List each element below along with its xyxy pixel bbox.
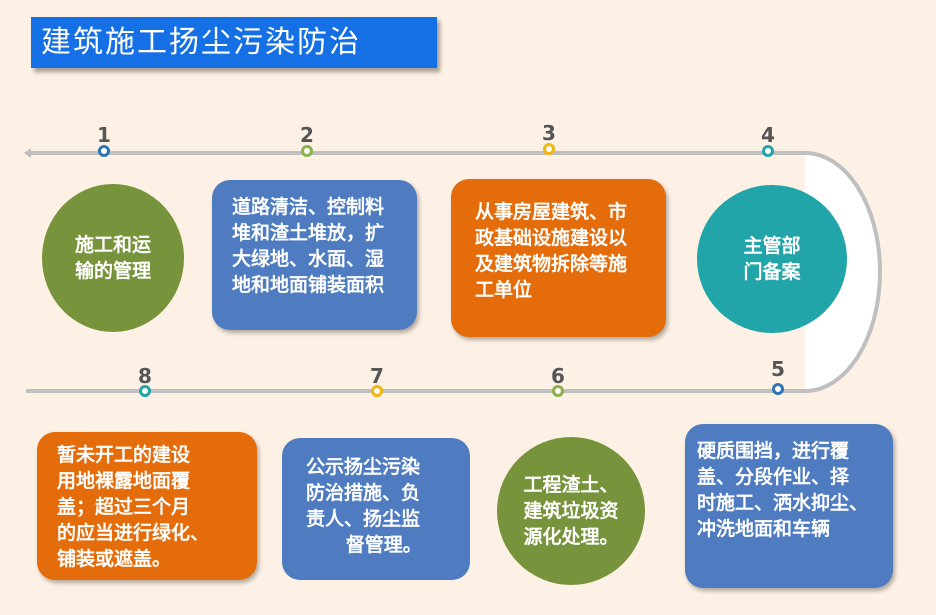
step-8-number: 8	[138, 364, 152, 388]
step-4-marker	[762, 145, 774, 157]
step-5-text: 硬质围挡，进行覆 盖、分段作业、择 时施工、洒水抑尘、 冲洗地面和车辆	[697, 440, 869, 540]
step-3-text: 从事房屋建筑、市 政基础设施建设以 及建筑物拆除等施 工单位	[475, 201, 628, 301]
step-7-marker	[371, 385, 383, 397]
step-8-marker	[139, 385, 151, 397]
step-1-marker	[98, 145, 110, 157]
step-3-marker	[543, 143, 555, 155]
step-4-text: 主管部 门备案	[743, 235, 801, 283]
step-2-text: 道路清洁、控制料 堆和渣土堆放，扩 大绿地、水面、湿 地和地面铺装面积	[232, 196, 385, 296]
step-3-card: 从事房屋建筑、市 政基础设施建设以 及建筑物拆除等施 工单位	[451, 179, 666, 337]
step-6-text: 工程渣土、 建筑垃圾资 源化处理。	[523, 474, 619, 548]
step-7-number: 7	[370, 364, 384, 388]
page-title: 建筑施工扬尘污染防治	[31, 17, 437, 68]
step-6-card: 工程渣土、 建筑垃圾资 源化处理。	[497, 437, 645, 585]
step-6-number: 6	[551, 364, 565, 388]
step-7-card: 公示扬尘污染 防治措施、负 责人、扬尘监 督管理。	[282, 438, 470, 580]
step-5-marker	[772, 383, 784, 395]
step-1-card: 施工和运 输的管理	[42, 184, 184, 332]
step-8-card: 暂未开工的建设 用地裸露地面覆 盖；超过三个月 的应当进行绿化、 铺装或遮盖。	[37, 432, 257, 580]
step-8-text: 暂未开工的建设 用地裸露地面覆 盖；超过三个月 的应当进行绿化、 铺装或遮盖。	[57, 444, 210, 570]
step-6-marker	[552, 385, 564, 397]
step-4-card: 主管部 门备案	[697, 185, 847, 333]
step-7-text: 公示扬尘污染 防治措施、负 责人、扬尘监 督管理。	[306, 456, 422, 556]
step-5-card: 硬质围挡，进行覆 盖、分段作业、择 时施工、洒水抑尘、 冲洗地面和车辆	[685, 424, 893, 588]
step-5-number: 5	[771, 357, 785, 381]
step-3-number: 3	[542, 121, 556, 145]
step-2-marker	[301, 145, 313, 157]
track-curve	[804, 151, 882, 393]
step-2-card: 道路清洁、控制料 堆和渣土堆放，扩 大绿地、水面、湿 地和地面铺装面积	[212, 180, 417, 330]
step-1-number: 1	[97, 123, 111, 147]
step-2-number: 2	[300, 123, 314, 147]
step-1-text: 施工和运 输的管理	[74, 234, 151, 282]
step-4-number: 4	[761, 123, 775, 147]
track-arrow-head	[24, 148, 31, 158]
